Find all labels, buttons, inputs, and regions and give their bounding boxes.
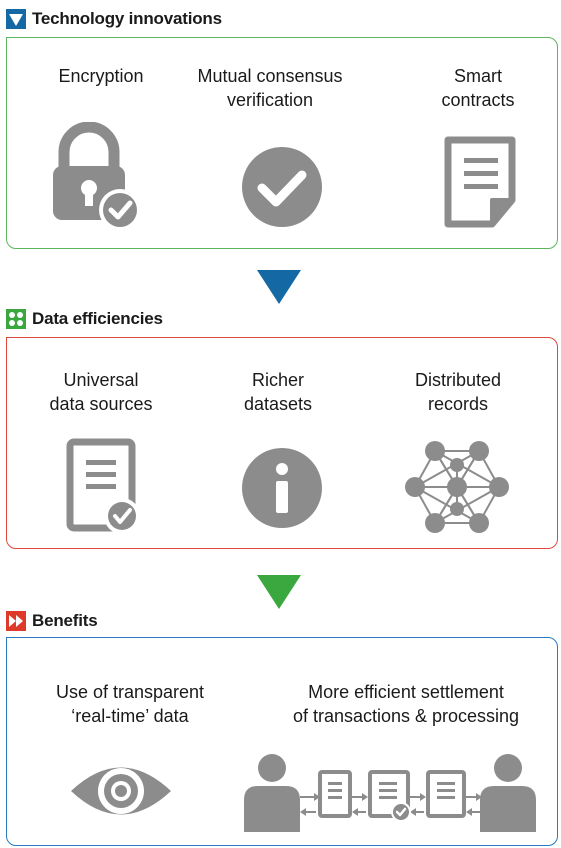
distributed-label: Distributed records xyxy=(368,368,548,416)
transparent-data-label: Use of transparent ‘real-time’ data xyxy=(28,680,232,728)
settlement-label: More efficient settlement of transaction… xyxy=(260,680,552,728)
eye-icon xyxy=(71,767,171,815)
network-icon xyxy=(405,441,509,533)
document-icon xyxy=(444,136,516,228)
check-circle-icon xyxy=(242,147,322,227)
down-arrow-blue-icon xyxy=(257,270,301,304)
four-dots-icon xyxy=(6,309,26,329)
data-panel xyxy=(6,337,558,549)
benefits-title: Benefits xyxy=(32,611,98,630)
settlement-line1: More efficient settlement xyxy=(308,682,504,702)
consensus-line1: Mutual consensus xyxy=(197,66,343,86)
universal-line2: data sources xyxy=(49,394,153,414)
transparent-line2: ‘real-time’ data xyxy=(71,706,189,726)
consensus-label: Mutual consensus verification xyxy=(180,64,360,112)
data-header: Data efficiencies xyxy=(6,306,163,332)
richer-line2: datasets xyxy=(243,394,313,414)
universal-label: Universal data sources xyxy=(11,368,191,416)
encryption-label: Encryption xyxy=(11,64,191,88)
smart-contracts-label: Smart contracts xyxy=(388,64,561,112)
smart-contracts-line2: contracts xyxy=(441,90,515,110)
document-check-icon xyxy=(66,438,140,534)
down-triangle-icon xyxy=(6,9,26,29)
settlement-line2: of transactions & processing xyxy=(292,706,520,726)
technology-panel xyxy=(6,37,558,249)
technology-header: Technology innovations xyxy=(6,6,222,32)
distributed-line1: Distributed xyxy=(414,370,502,390)
double-chevron-icon xyxy=(6,611,26,631)
smart-contracts-line1: Smart xyxy=(453,66,502,86)
universal-line1: Universal xyxy=(63,370,139,390)
richer-line1: Richer xyxy=(251,370,304,390)
transparent-line1: Use of transparent xyxy=(55,682,205,702)
benefits-header: Benefits xyxy=(6,608,98,634)
padlock-check-icon xyxy=(53,122,141,231)
encryption-line1: Encryption xyxy=(58,66,144,86)
distributed-line2: records xyxy=(427,394,489,414)
technology-title: Technology innovations xyxy=(32,9,222,28)
down-arrow-green-icon xyxy=(257,575,301,609)
consensus-line2: verification xyxy=(226,90,314,110)
info-circle-icon xyxy=(242,448,322,528)
benefits-panel xyxy=(6,637,558,846)
settlement-flow-icon xyxy=(244,754,536,832)
richer-label: Richer datasets xyxy=(188,368,368,416)
data-title: Data efficiencies xyxy=(32,309,163,328)
